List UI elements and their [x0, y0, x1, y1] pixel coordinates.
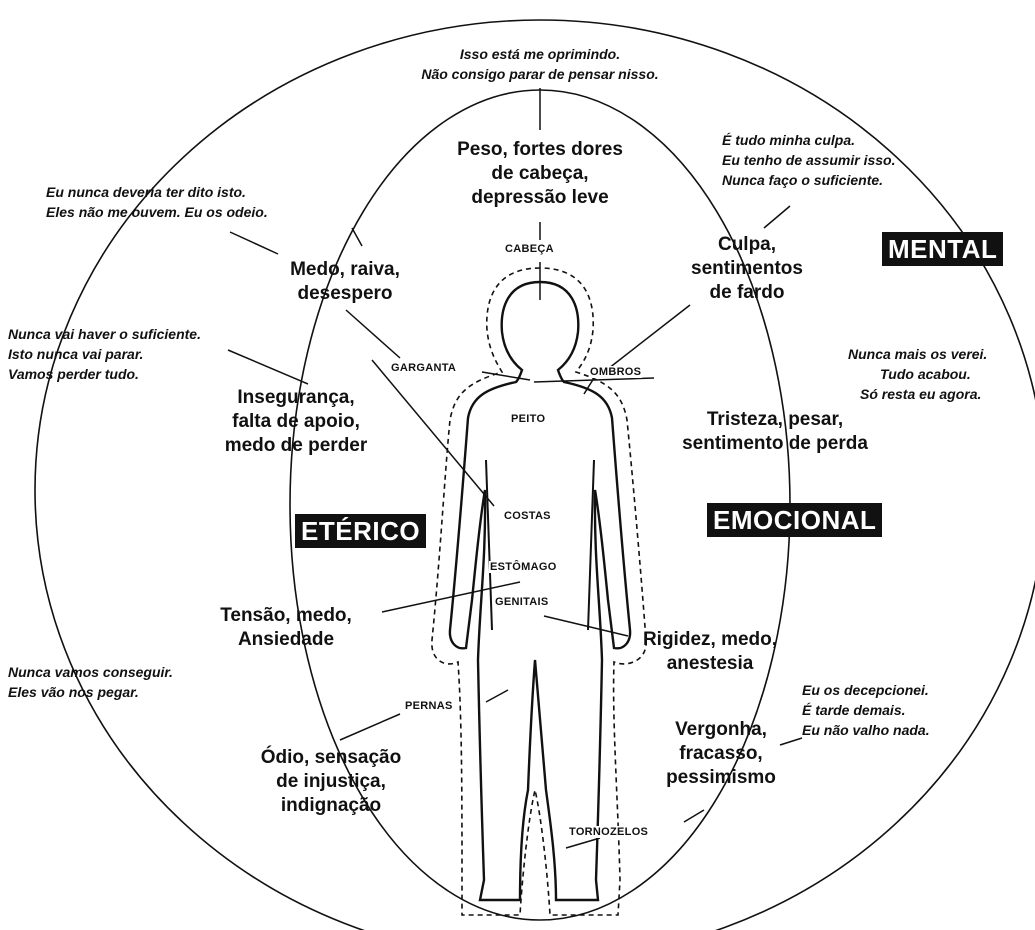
thought-top-right: É tudo minha culpa.Eu tenho de assumir i… — [722, 130, 896, 190]
emotion-chest: Tristeza, pesar,sentimento de perda — [650, 408, 900, 456]
thought-bottom-left: Nunca vamos conseguir.Eles vão nos pegar… — [8, 662, 173, 702]
body-part-peito: PEITO — [510, 413, 546, 425]
body-part-cabeca: CABEÇA — [504, 243, 555, 255]
body-part-tornozelos: TORNOZELOS — [568, 826, 649, 838]
thought-bottom-right: Eu os decepcionei.É tarde demais.Eu não … — [802, 680, 930, 740]
thought-right: Nunca mais os verei. Tudo acabou. Só res… — [848, 344, 987, 404]
thought-left: Nunca vai haver o suficiente.Isto nunca … — [8, 324, 201, 384]
field-label-eterico: ETÉRICO — [295, 514, 426, 548]
body-part-genitais: GENITAIS — [494, 596, 550, 608]
left-arm-inner — [486, 460, 492, 630]
emotion-ankles: Vergonha,fracasso,pessimismo — [636, 718, 806, 790]
body-part-garganta: GARGANTA — [390, 362, 457, 374]
emotion-back: Insegurança,falta de apoio,medo de perde… — [196, 386, 396, 458]
thought-top: Isso está me oprimindo.Não consigo parar… — [330, 44, 750, 84]
body-part-estomago: ESTÔMAGO — [489, 561, 558, 573]
field-label-mental: MENTAL — [882, 232, 1003, 266]
emotion-throat: Medo, raiva,desespero — [260, 258, 430, 306]
thought-top-left: Eu nunca deveria ter dito isto.Eles não … — [46, 182, 268, 222]
field-label-emocional: EMOCIONAL — [707, 503, 882, 537]
body-part-pernas: PERNAS — [404, 700, 454, 712]
body-part-ombros: OMBROS — [589, 366, 642, 378]
emotion-stomach: Tensão, medo,Ansiedade — [196, 604, 376, 652]
emotion-genitals: Rigidez, medo,anestesia — [620, 628, 800, 676]
body-part-costas: COSTAS — [503, 510, 552, 522]
right-arm-inner — [588, 460, 594, 630]
